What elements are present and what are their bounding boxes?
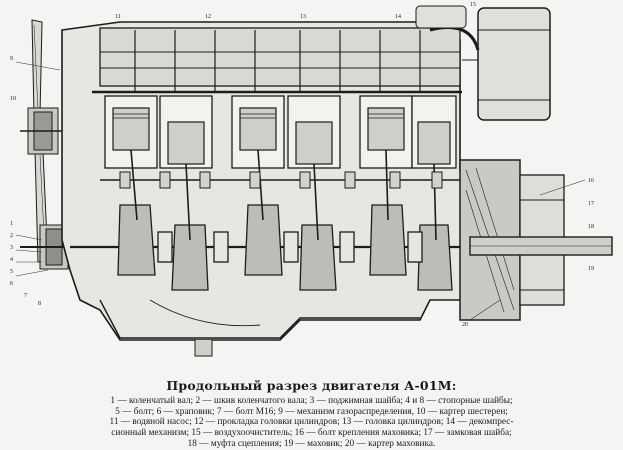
callout-2: 2 xyxy=(10,233,13,239)
callout-9: 9 xyxy=(10,56,13,62)
legend-line: 11 — водяной насос; 12 — прокладка голов… xyxy=(109,417,514,428)
air-cleaner xyxy=(415,5,551,121)
callout-20: 20 xyxy=(462,322,468,328)
callout-13: 13 xyxy=(300,14,306,20)
callout-12: 12 xyxy=(205,14,211,20)
output-shaft xyxy=(469,236,613,256)
callout-15: 15 xyxy=(470,2,476,8)
legend-line: 18 — муфта сцепления; 19 — маховик; 20 —… xyxy=(187,438,436,449)
figure-title: Продольный разрез двигателя А-01М: xyxy=(166,378,457,393)
figure-caption: Продольный разрез двигателя А-01М: 1 — к… xyxy=(8,378,615,450)
crankshaft xyxy=(70,149,470,291)
callout-18: 18 xyxy=(588,224,594,230)
callout-11: 11 xyxy=(115,14,121,20)
callout-17: 17 xyxy=(588,201,594,207)
camshaft xyxy=(100,171,460,189)
callout-4: 4 xyxy=(10,257,13,263)
callout-16: 16 xyxy=(588,178,594,184)
figure-legend: 1 — коленчатый вал; 2 — шкив коленчатого… xyxy=(8,396,615,450)
callout-1: 1 xyxy=(10,221,13,227)
callout-7: 7 xyxy=(24,293,27,299)
callout-3: 3 xyxy=(10,245,13,251)
callout-8: 8 xyxy=(38,301,41,307)
callout-19: 19 xyxy=(588,266,594,272)
engine-cross-section-drawing: 11 12 13 14 15 9 10 1 2 3 4 5 6 7 8 16 1… xyxy=(10,2,613,357)
engine-block xyxy=(61,21,471,357)
legend-line: 5 — болт; 6 — храповик; 7 — болт М16; 9 … xyxy=(115,406,508,417)
callout-14: 14 xyxy=(395,14,401,20)
legend-line: 1 — коленчатый вал; 2 — шкив коленчатого… xyxy=(110,396,513,406)
callout-6: 6 xyxy=(10,281,13,287)
callout-10: 10 xyxy=(10,96,16,102)
callout-5: 5 xyxy=(10,269,13,275)
legend-line: сионный механизм; 15 — воздухоочиститель… xyxy=(111,428,512,439)
